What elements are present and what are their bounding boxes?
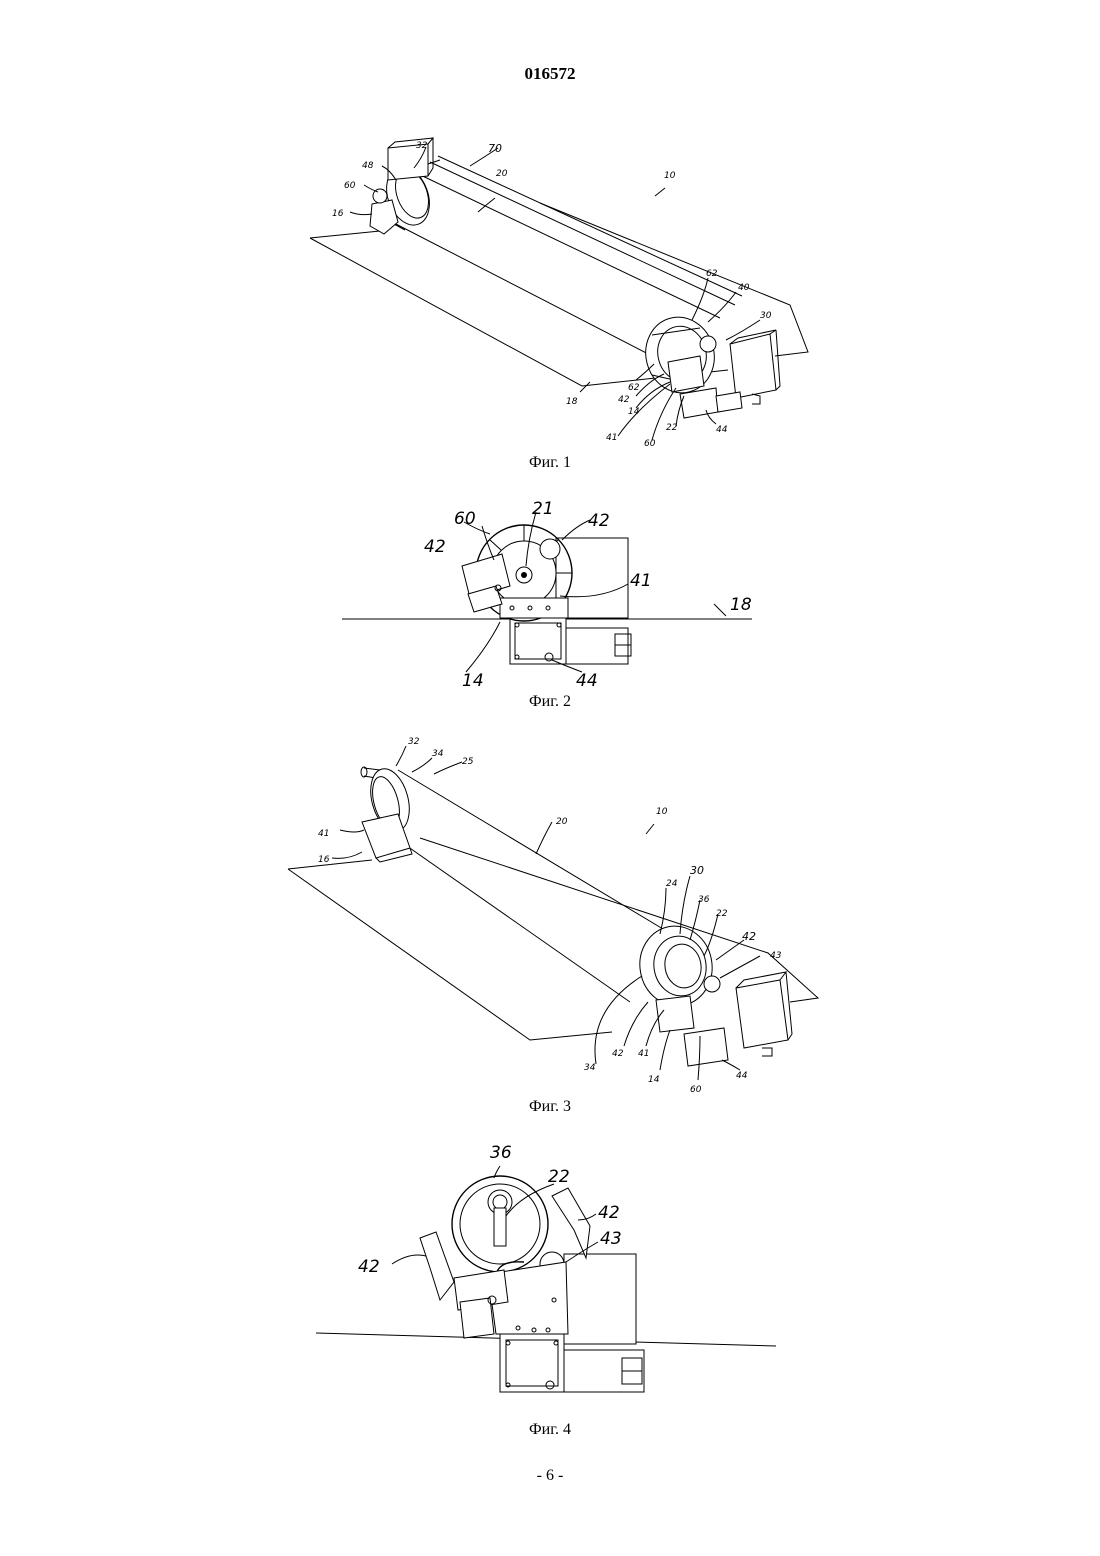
figure-4-caption: Фиг. 4 <box>0 1421 1100 1439</box>
figure-4: 36 22 42 43 42 Фиг. 4 <box>0 0 1100 1440</box>
figure-4-drawing: 36 22 42 43 42 <box>0 0 1100 1440</box>
fig4-label-36: 36 <box>490 1143 512 1163</box>
fig4-label-43: 43 <box>600 1229 622 1249</box>
fig4-label-22: 22 <box>548 1167 570 1187</box>
fig4-label-42-right: 42 <box>598 1203 620 1223</box>
page-number: - 6 - <box>0 1467 1100 1485</box>
fig4-label-42-left: 42 <box>358 1257 380 1277</box>
